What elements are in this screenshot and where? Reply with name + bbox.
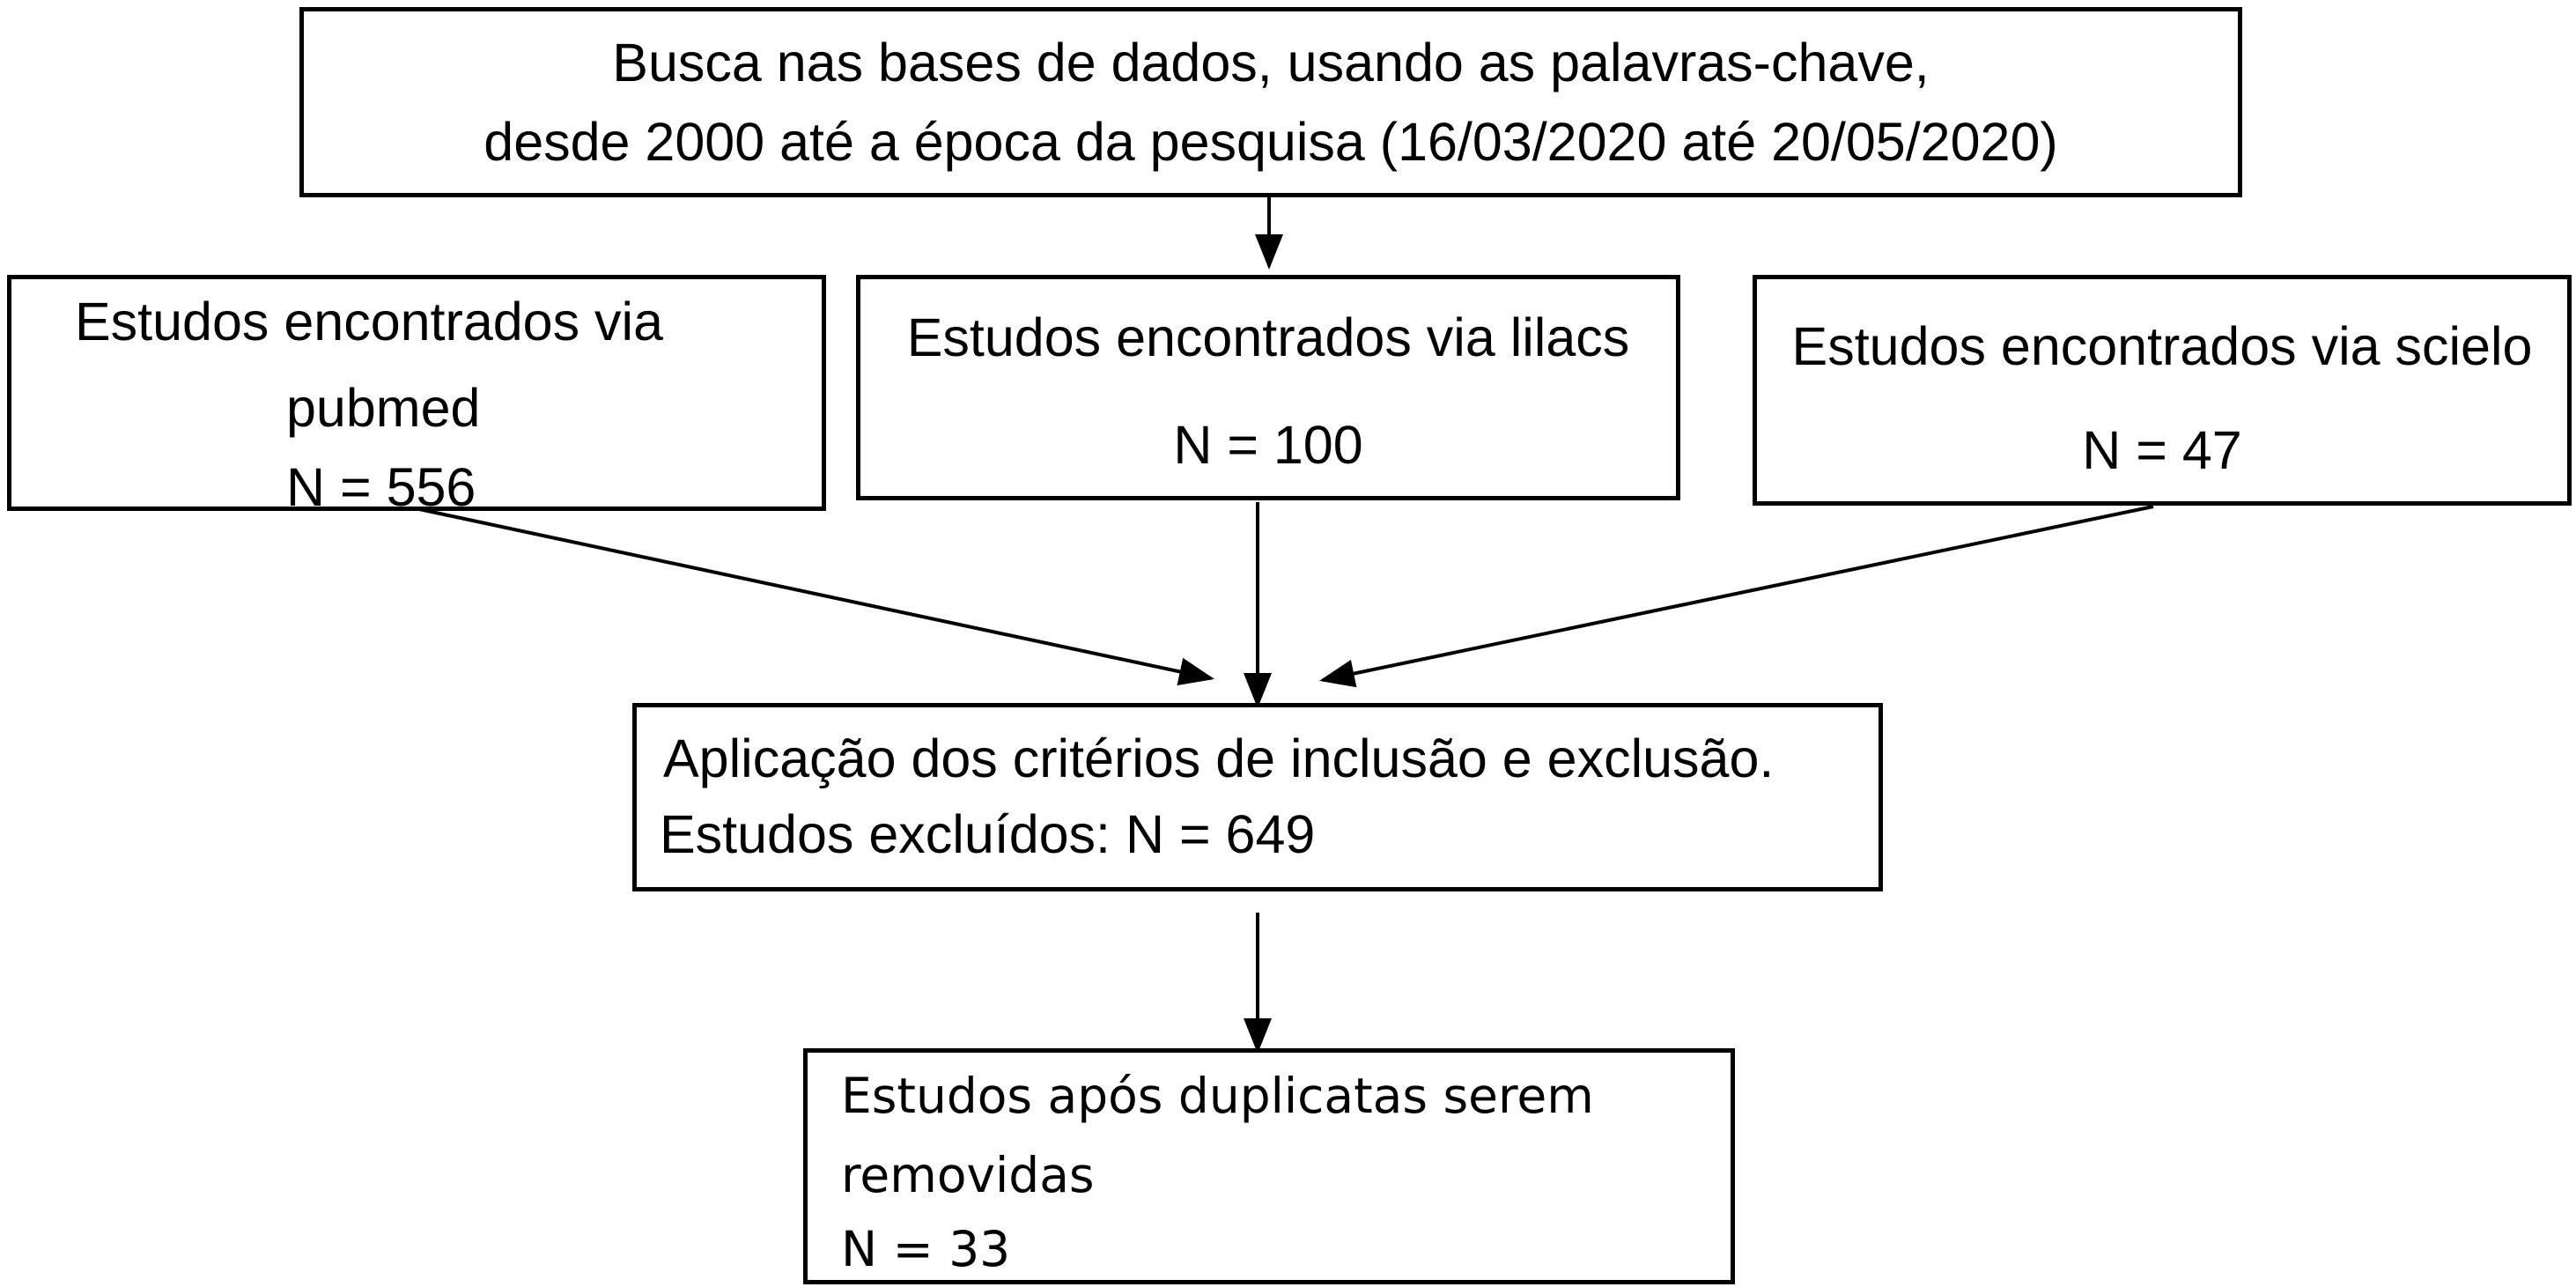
scielo-line-1: Estudos encontrados via scielo: [1791, 316, 2533, 376]
arrow-scielo-to-criteria: [1319, 505, 2154, 688]
search-line-2: desde 2000 até a época da pesquisa (16/0…: [483, 112, 2058, 172]
final-line-2: removidas: [841, 1147, 1095, 1203]
final-count: N = 33: [841, 1221, 1011, 1277]
criteria-box: Aplicação dos critérios de inclusão e ex…: [632, 703, 1883, 891]
final-box: Estudos após duplicatas serem removidas …: [803, 1048, 1735, 1284]
scielo-box: Estudos encontrados via scielo N = 47: [1753, 275, 2572, 506]
search-line-1: Busca nas bases de dados, usando as pala…: [612, 33, 1930, 92]
criteria-line-1: Aplicação dos critérios de inclusão e ex…: [663, 729, 1775, 788]
criteria-line-2: Estudos excluídos: N = 649: [660, 804, 1316, 864]
lilacs-count: N = 100: [1173, 415, 1363, 475]
pubmed-box: Estudos encontrados via pubmed N = 556: [7, 275, 826, 517]
pubmed-line-1: Estudos encontrados via: [75, 292, 664, 351]
lilacs-line-1: Estudos encontrados via lilacs: [906, 307, 1630, 367]
lilacs-box: Estudos encontrados via lilacs N = 100: [856, 275, 1680, 500]
final-line-1: Estudos após duplicatas serem: [841, 1068, 1594, 1124]
pubmed-line-2: pubmed: [286, 378, 481, 438]
pubmed-count: N = 556: [286, 457, 476, 517]
scielo-count: N = 47: [2082, 420, 2242, 480]
arrow-pubmed-to-criteria: [418, 507, 1214, 686]
search-box: Busca nas bases de dados, usando as pala…: [299, 7, 2242, 197]
